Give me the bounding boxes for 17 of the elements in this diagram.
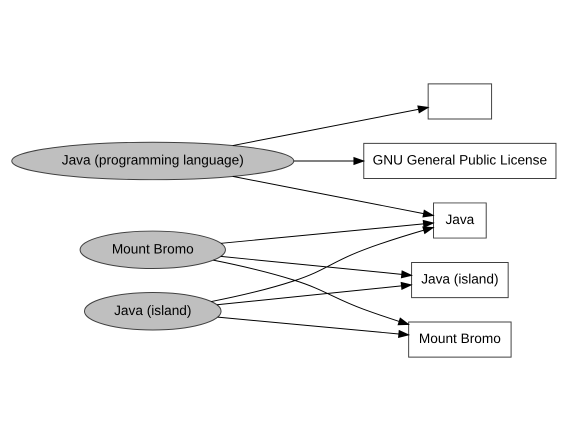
arrow: [212, 260, 410, 326]
node-ellipse: Mount Bromo: [80, 230, 226, 269]
arrow: [220, 256, 413, 278]
arrow: [216, 282, 413, 306]
arrow: [293, 156, 366, 166]
node-ellipse: Java (island): [84, 292, 222, 330]
node-box: Java (island): [411, 262, 509, 298]
node-box: Mount Bromo: [408, 321, 512, 358]
node-box: [428, 83, 492, 120]
arrow: [232, 176, 435, 218]
arrow: [220, 220, 435, 244]
node-box: Java: [433, 202, 487, 239]
node-ellipse: Java (programming language): [11, 142, 294, 180]
arrow: [210, 226, 435, 302]
node-box: GNU General Public License: [363, 142, 556, 180]
arrow: [232, 105, 430, 146]
arrow: [217, 316, 410, 338]
